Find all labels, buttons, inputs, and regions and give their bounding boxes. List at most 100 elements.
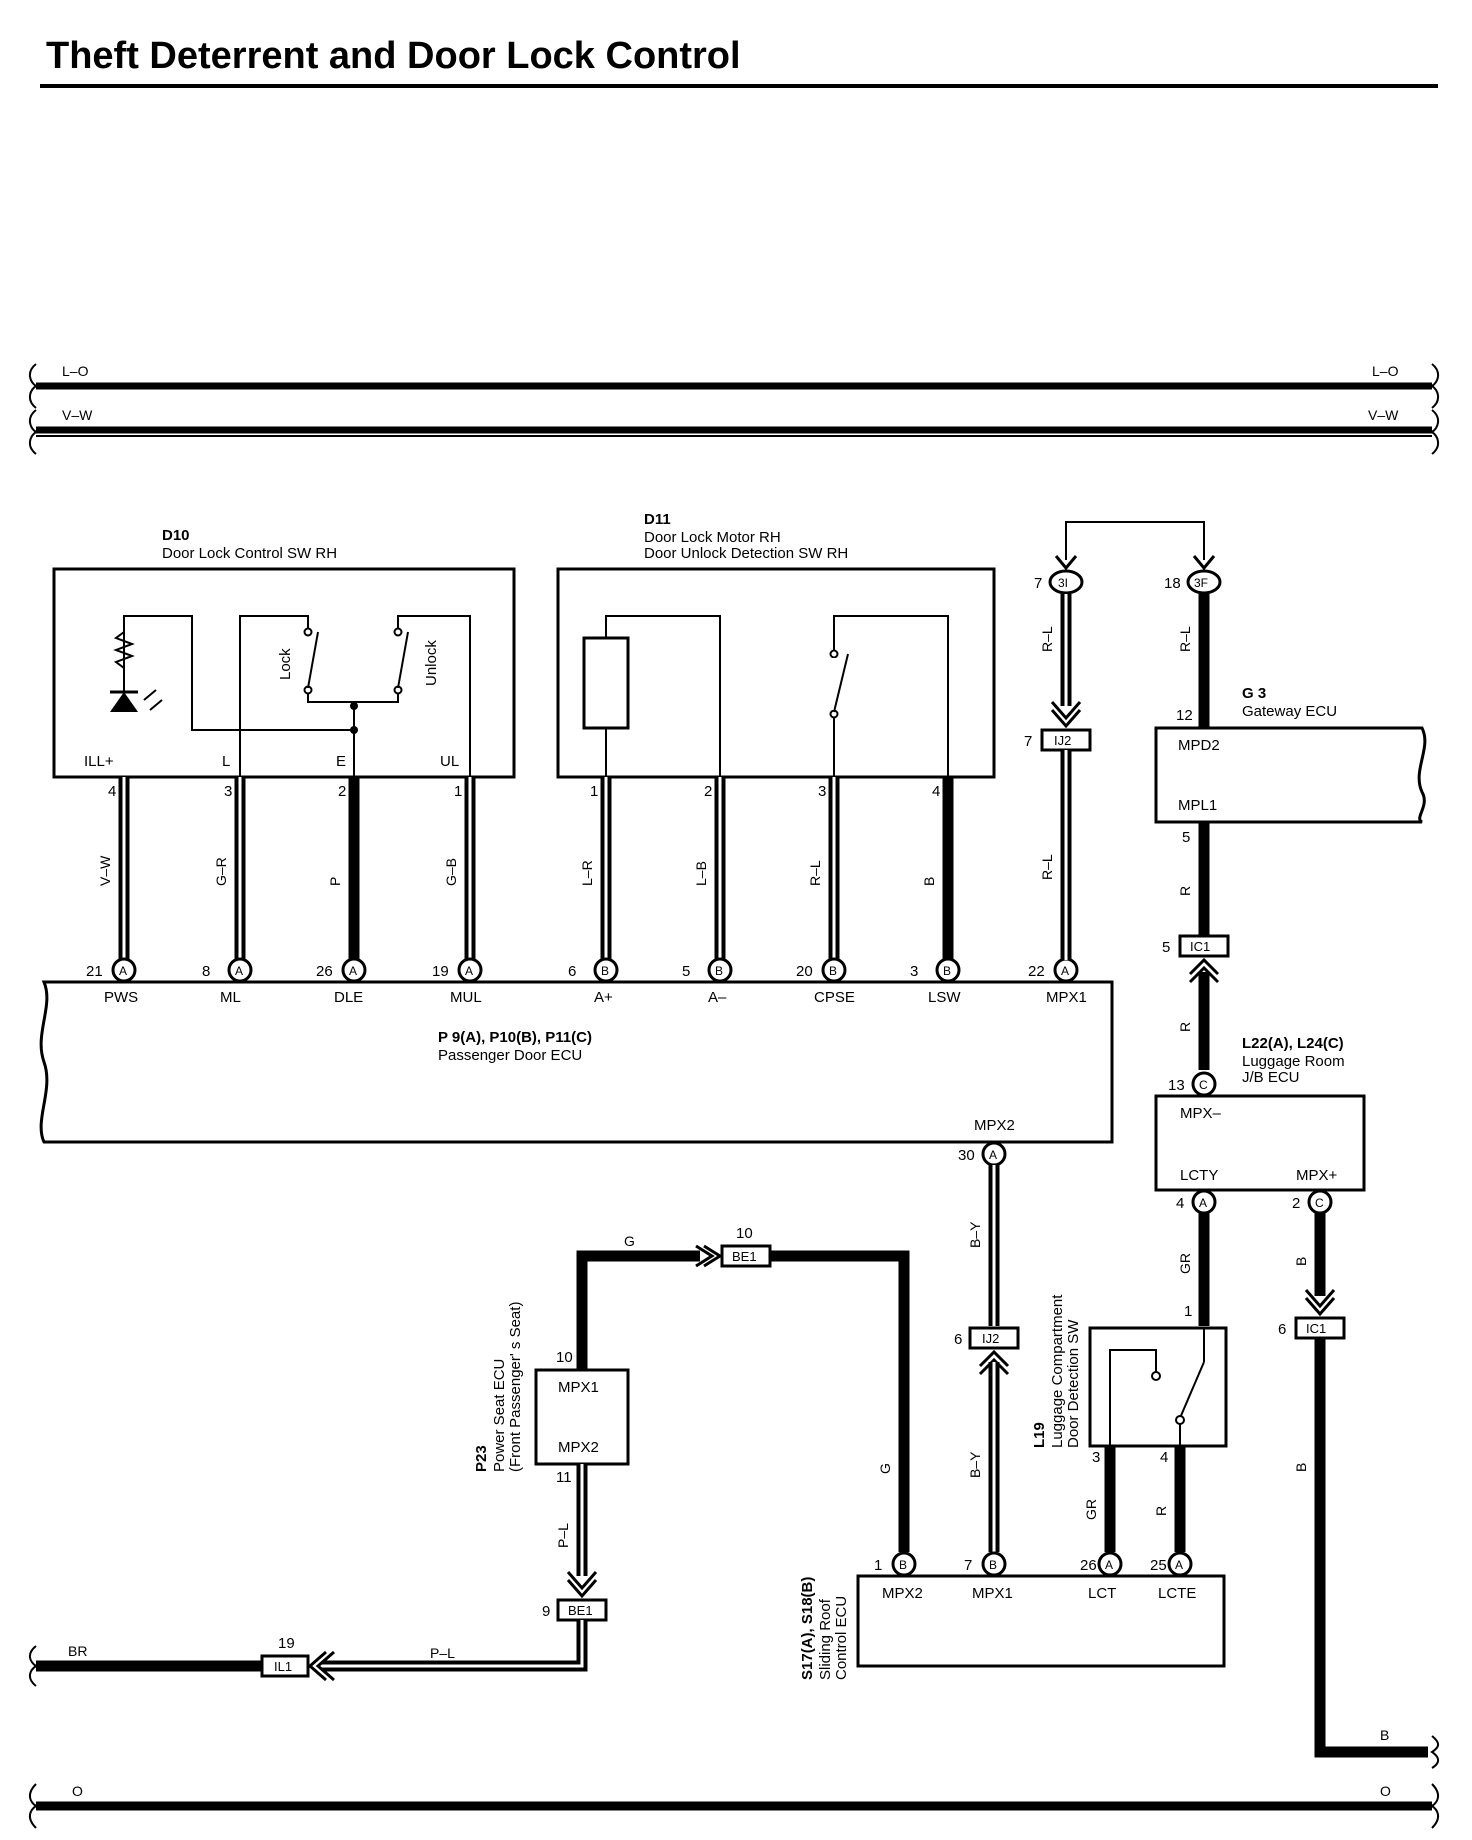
- power-seat-pin-11: 11: [556, 1469, 572, 1486]
- luggage-jb-pin-right: 2: [1292, 1195, 1300, 1212]
- component-luggage-sw: L19 Luggage Compartment Door Detection S…: [1031, 1294, 1228, 1466]
- sliding-roof-pin-number: 26: [1080, 1557, 1097, 1574]
- d10-terminal-ill: ILL+: [84, 753, 114, 770]
- passenger-ecu-conn: B: [829, 964, 837, 978]
- luggage-jb-terminal-mpx-plus: MPX+: [1296, 1167, 1338, 1184]
- junction-il1-pin: 19: [278, 1635, 295, 1652]
- wire-label-by-upper: B–Y: [967, 1221, 983, 1248]
- junction-be1-top-pin: 10: [736, 1225, 753, 1242]
- component-passenger-door-ecu: P 9(A), P10(B), P11(C) Passenger Door EC…: [39, 980, 1114, 1144]
- junction-3f-pin: 18: [1164, 575, 1181, 592]
- gateway-code: G 3: [1242, 685, 1266, 702]
- wire-d11-4-pin: 4: [932, 783, 940, 800]
- luggage-jb-code: L22(A), L24(C): [1242, 1035, 1344, 1052]
- wire-d10-3-label: P: [327, 877, 343, 886]
- passenger-ecu-terminal: A+: [594, 989, 613, 1006]
- power-seat-name-line2: (Front Passenger' s Seat): [507, 1302, 524, 1472]
- sliding-roof-conn: A: [1105, 1558, 1113, 1572]
- power-seat-terminal-mpx1: MPX1: [558, 1379, 599, 1396]
- wire-lct-lcte: GR R: [1083, 1446, 1186, 1552]
- d11-code: D11: [644, 511, 671, 528]
- passenger-ecu-mpx2-pin: 30: [958, 1147, 975, 1164]
- wire-gateway-jb: R IC1 5 R: [1162, 822, 1230, 1070]
- passenger-ecu-pin-number: 3: [910, 963, 918, 980]
- wire-d11-1-label: L–R: [579, 860, 595, 886]
- passenger-ecu-pin-number: 26: [316, 963, 333, 980]
- passenger-ecu-terminal: ML: [220, 989, 241, 1006]
- passenger-ecu-terminal: CPSE: [814, 989, 855, 1006]
- passenger-ecu-conn: A: [349, 964, 357, 978]
- d10-terminal-ul: UL: [440, 753, 459, 770]
- passenger-ecu-terminal: DLE: [334, 989, 363, 1006]
- bus-v-w-label-right: V–W: [1368, 407, 1399, 423]
- junction-ij2-mid-label: IJ2: [982, 1331, 999, 1346]
- wire-pl: P–L BE1 9 P–L IL1 19 BR: [29, 1464, 608, 1687]
- component-gateway-ecu: G 3 Gateway ECU MPD2 MPL1 12 5: [1154, 685, 1427, 846]
- passenger-ecu-code: P 9(A), P10(B), P11(C): [438, 1029, 592, 1046]
- wire-d10-2-label: G–R: [213, 857, 229, 886]
- passenger-ecu-name: Passenger Door ECU: [438, 1047, 582, 1064]
- wire-label-rl-3i: R–L: [1039, 626, 1055, 652]
- sliding-roof-pin-number: 25: [1150, 1557, 1167, 1574]
- junction-ij2-mid-pin: 6: [954, 1331, 962, 1348]
- wire-d10-1: V–W4: [97, 777, 130, 962]
- wire-d11-4-label: B: [921, 877, 937, 886]
- junction-ij2-top-pin: 7: [1024, 733, 1032, 750]
- passenger-ecu-pin-number: 20: [796, 963, 813, 980]
- wire-label-g-vert: G: [877, 1463, 893, 1474]
- passenger-ecu-terminal: LSW: [928, 989, 961, 1006]
- wire-label-g-top: G: [624, 1233, 635, 1249]
- passenger-ecu-pin-a: B6A+: [568, 957, 619, 1006]
- junction-be1-bottom-label: BE1: [568, 1603, 593, 1618]
- wire-mpxplus: B IC1 6 B B: [1278, 1213, 1428, 1758]
- d11-name-line2: Door Unlock Detection SW RH: [644, 545, 848, 562]
- sliding-roof-name-line2: Control ECU: [833, 1596, 850, 1680]
- passenger-ecu-pin-number: 22: [1028, 963, 1045, 980]
- wire-label-rl-3f: R–L: [1177, 626, 1193, 652]
- bus-v-w: V–W V–W: [29, 407, 1439, 455]
- luggage-jb-name-line2: J/B ECU: [1242, 1069, 1300, 1086]
- luggage-sw-pin-left: 3: [1092, 1449, 1100, 1466]
- passenger-ecu-terminal: MUL: [450, 989, 482, 1006]
- passenger-ecu-pin-number: 5: [682, 963, 690, 980]
- wire-label-pl-vert: P–L: [555, 1523, 571, 1548]
- passenger-ecu-pin-a: B5A–: [682, 957, 733, 1006]
- wire-d10-4-label: G–B: [443, 858, 459, 886]
- wire-label-b-mpxplus: B: [1293, 1257, 1309, 1266]
- sliding-roof-conn: B: [899, 1558, 907, 1572]
- junction-il1-label: IL1: [274, 1659, 292, 1674]
- passenger-ecu-mpx2-label: MPX2: [974, 1117, 1015, 1134]
- bus-l-o: L–O L–O: [29, 363, 1439, 409]
- bus-o: O O: [29, 1735, 1439, 1829]
- luggage-sw-name-line2: Door Detection SW: [1065, 1319, 1082, 1448]
- sliding-roof-terminal: MPX2: [882, 1585, 923, 1602]
- sliding-roof-terminal: MPX1: [972, 1585, 1013, 1602]
- junction-ij2-top-label: IJ2: [1054, 733, 1071, 748]
- wire-d10-2-pin: 3: [224, 783, 232, 800]
- junction-3i-label: 3I: [1058, 576, 1068, 590]
- passenger-ecu-mpx2-conn: A: [989, 1148, 997, 1162]
- wire-label-r-gw: R: [1177, 886, 1193, 896]
- wire-3i-mpx1: IJ2 7 R–L R–L: [1024, 594, 1092, 960]
- d10-lock-label: Lock: [277, 648, 294, 680]
- wire-d11-3: R–L3: [807, 777, 840, 962]
- wire-label-br: BR: [68, 1643, 87, 1659]
- wire-d11-1: L–R1: [579, 777, 612, 962]
- wire-d10-4: G–B1: [443, 777, 476, 962]
- passenger-ecu-terminal: PWS: [104, 989, 138, 1006]
- junction-3f-label: 3F: [1194, 576, 1208, 590]
- wire-label-by-lower: B–Y: [967, 1451, 983, 1478]
- wire-lcty-sw: GR 1: [1177, 1213, 1210, 1326]
- junction-3i-3f: 3I 3F 7 18: [1034, 521, 1222, 595]
- luggage-sw-code: L19: [1031, 1422, 1048, 1448]
- bus-o-label-right: O: [1380, 1783, 1391, 1799]
- wire-d10-1-pin: 4: [108, 783, 116, 800]
- passenger-ecu-terminal: MPX1: [1046, 989, 1087, 1006]
- luggage-sw-pin-right: 4: [1160, 1449, 1168, 1466]
